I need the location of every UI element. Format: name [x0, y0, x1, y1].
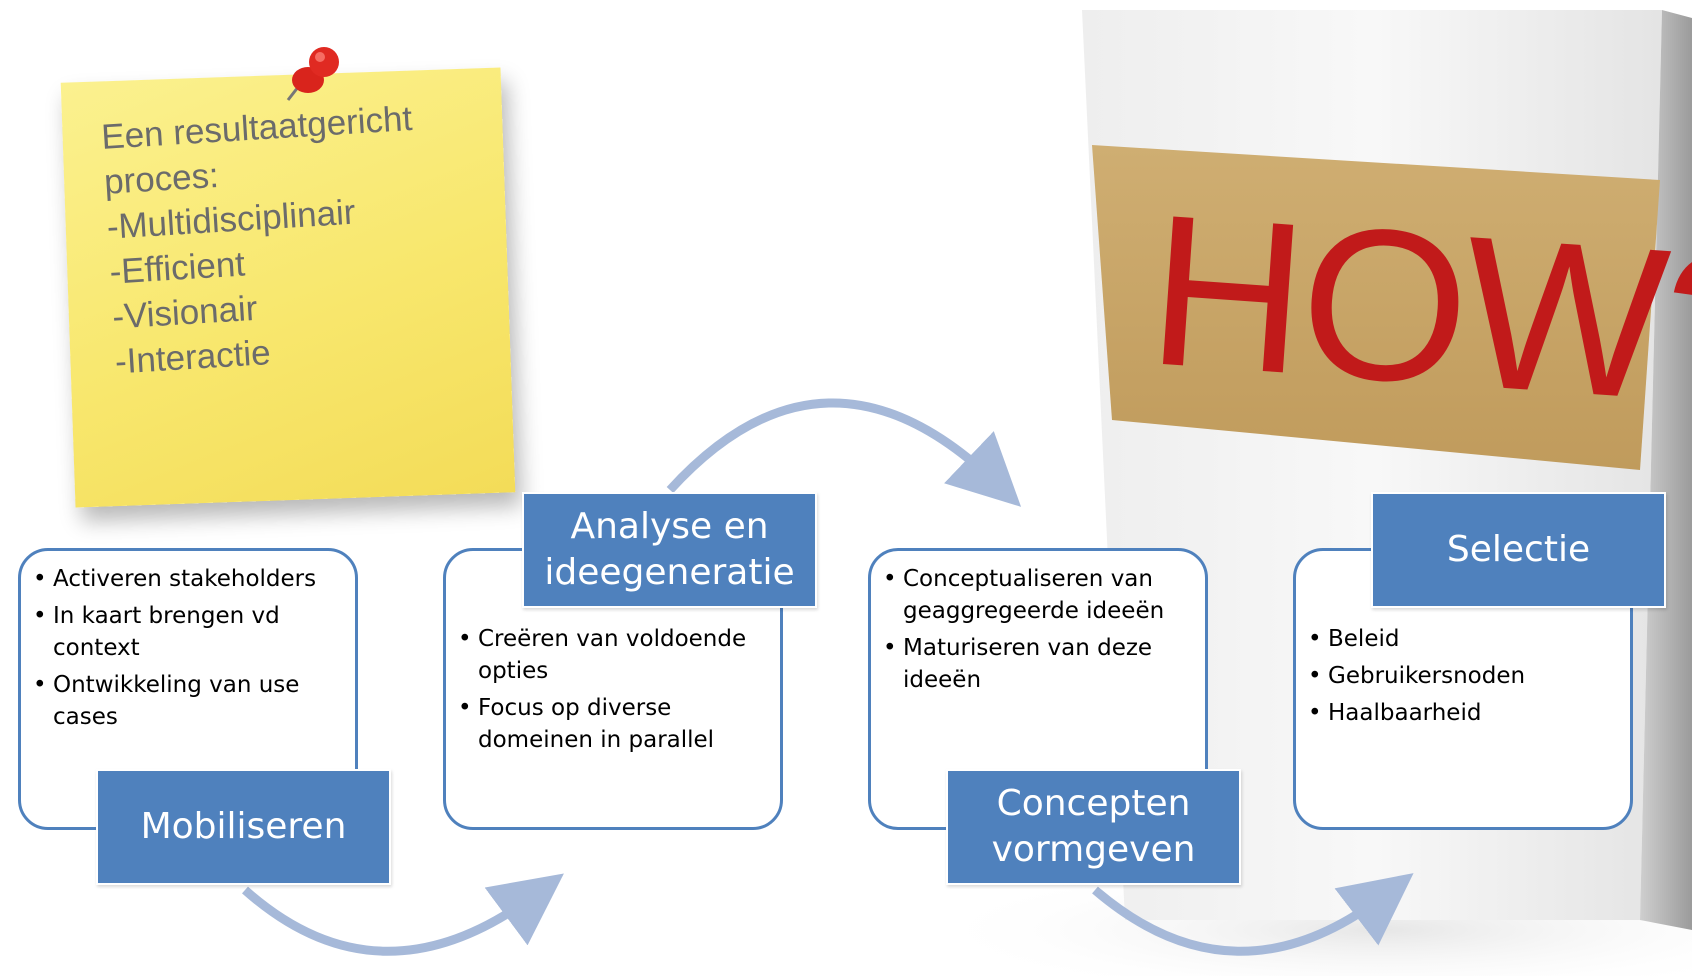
bullet-item: In kaart brengen vd context — [29, 600, 347, 664]
bullet-item: Creëren van voldoende opties — [454, 623, 772, 687]
arrow-top — [666, 398, 1022, 507]
step-title: Concepten — [996, 783, 1191, 824]
step-title: vormgeven — [991, 829, 1196, 870]
bullet-item: Activeren stakeholders — [29, 563, 347, 595]
step-title: Selectie — [1446, 529, 1591, 570]
bullet-item: Focus op diverse domeinen in parallel — [454, 692, 772, 756]
arrow-bottom-2 — [1092, 873, 1414, 956]
bullet-item: Maturiseren van deze ideeën — [879, 632, 1197, 696]
bullet-item: Haalbaarheid — [1304, 697, 1622, 729]
step-label-selectie: Selectie — [1371, 492, 1666, 608]
arrow-bottom-1 — [242, 873, 564, 956]
pushpin-icon — [286, 47, 339, 101]
step-title: Mobiliseren — [140, 806, 347, 847]
step-title: ideegeneratie — [544, 552, 795, 593]
step-label-analyse: Analyse en ideegeneratie — [522, 492, 817, 608]
bullet-item: Gebruikersnoden — [1304, 660, 1622, 692]
step-title: Analyse en — [570, 506, 769, 547]
step-label-mobiliseren: Mobiliseren — [96, 769, 391, 885]
bullet-item: Beleid — [1304, 623, 1622, 655]
bullet-item: Conceptualiseren van geaggregeerde ideeë… — [879, 563, 1197, 627]
step-label-concepten: Concepten vormgeven — [946, 769, 1241, 885]
bullet-item: Ontwikkeling van use cases — [29, 669, 347, 733]
